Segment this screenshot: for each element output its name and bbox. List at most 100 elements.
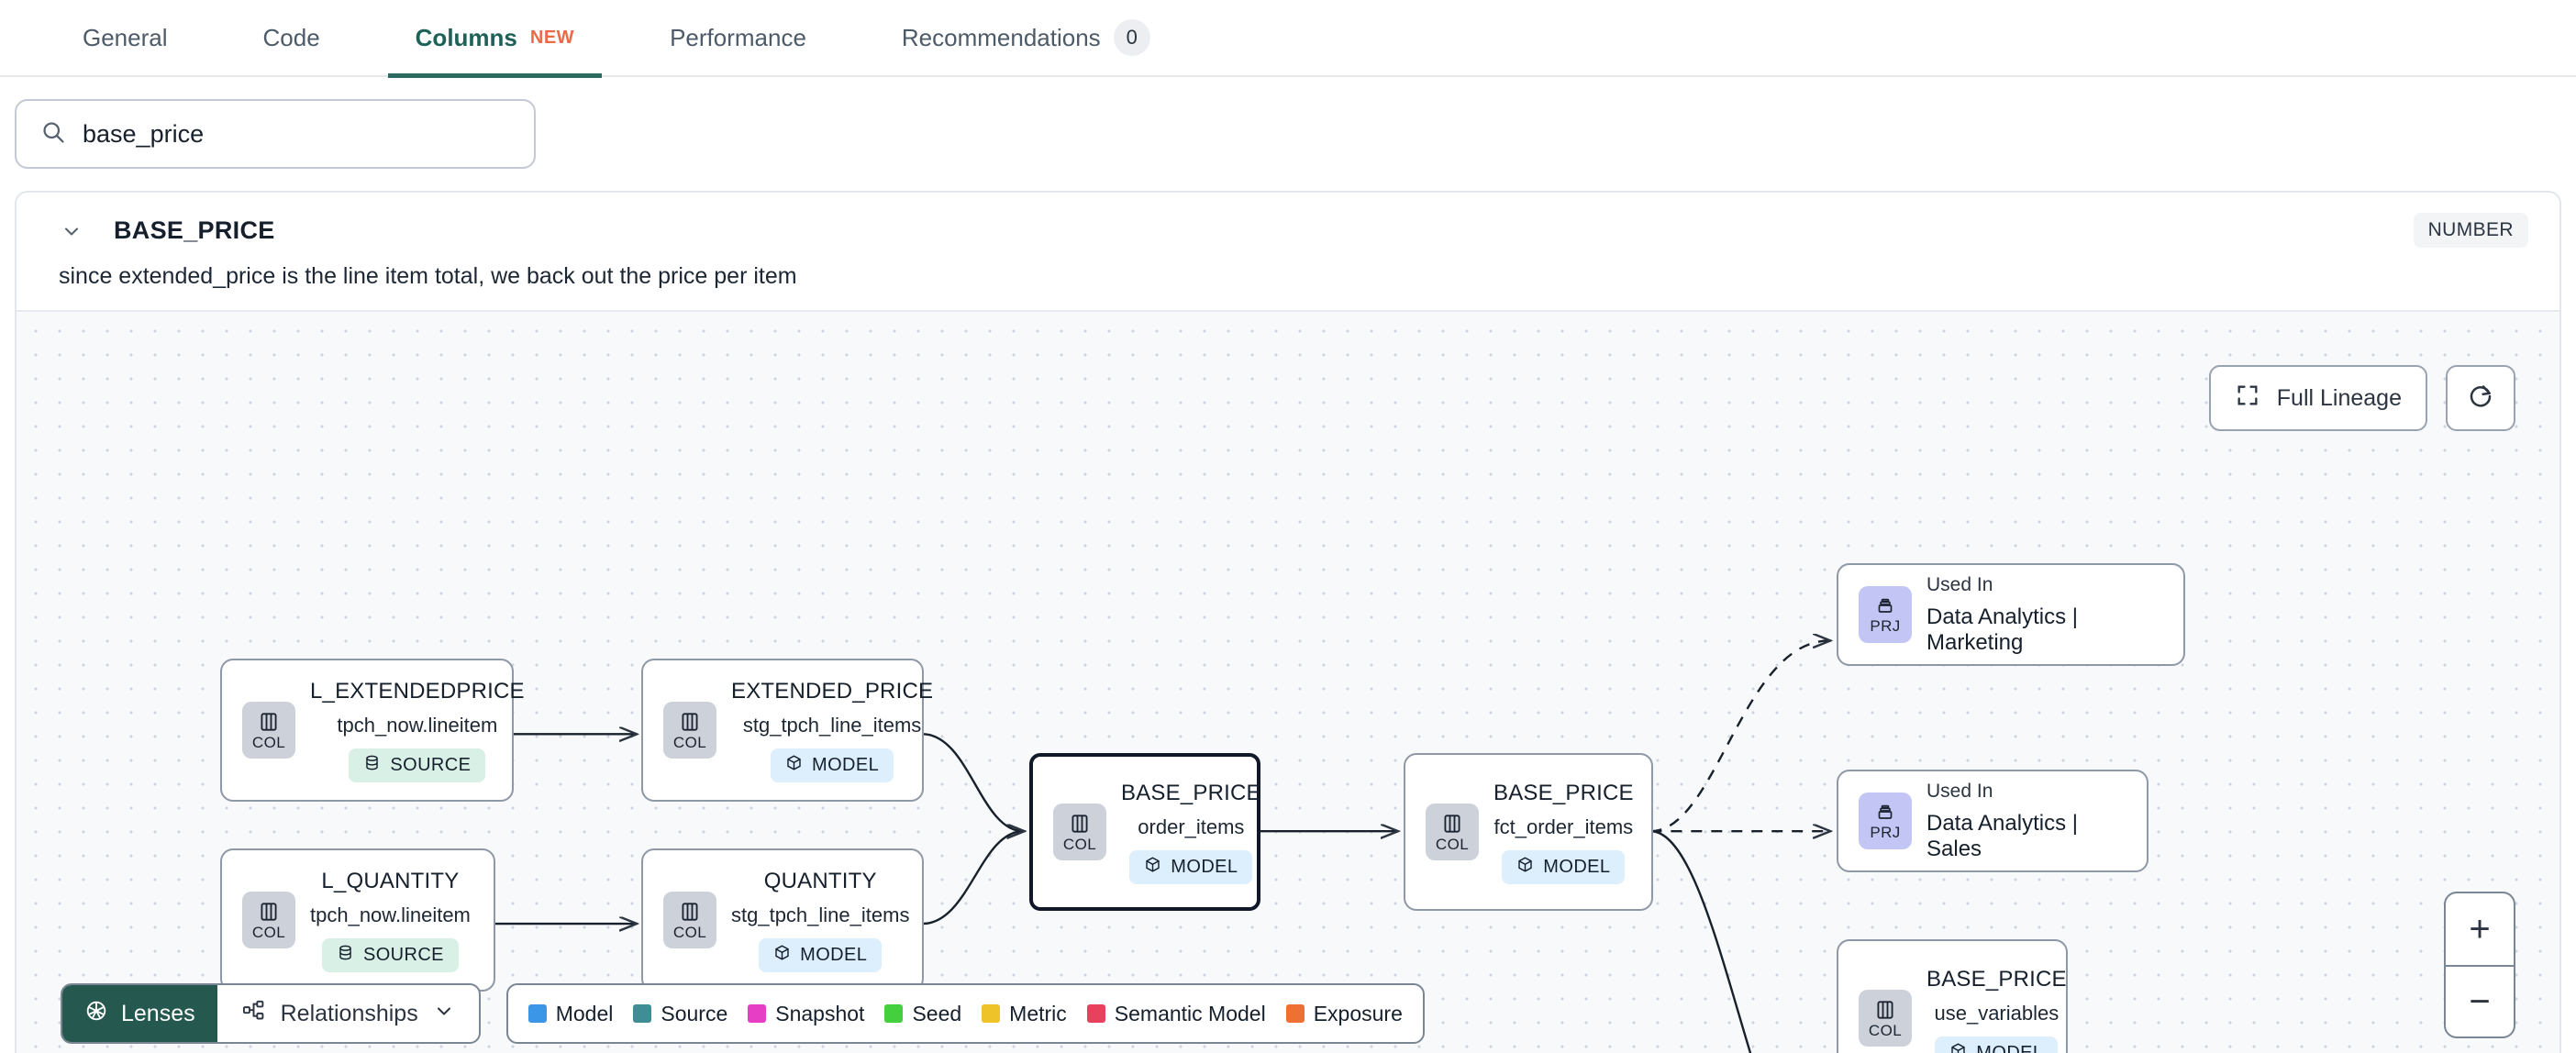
legend-swatch <box>633 1004 652 1023</box>
lineage-node-l-quantity[interactable]: COL L_QUANTITY tpch_now.lineitem SOURCE <box>220 848 495 992</box>
lineage-node-l-extendedprice[interactable]: COL L_EXTENDEDPRICE tpch_now.lineitem SO… <box>220 659 525 802</box>
column-icon: COL <box>663 702 716 759</box>
cube-icon <box>773 944 791 967</box>
node-name: Data Analytics | Marketing <box>1926 604 2078 655</box>
expand-corners-icon <box>2235 382 2260 415</box>
node-name: L_EXTENDEDPRICE <box>310 678 525 704</box>
node-subtitle: use_variables <box>1934 1001 2060 1025</box>
column-description: since extended_price is the line item to… <box>59 263 797 289</box>
node-badge-label: COL <box>251 924 286 941</box>
lineage-node-extended-price[interactable]: COL EXTENDED_PRICE stg_tpch_line_items M… <box>641 659 933 802</box>
project-icon: PRJ <box>1859 793 1912 849</box>
column-icon: COL <box>242 892 295 948</box>
edge-dashed <box>1650 640 1829 833</box>
node-name: L_QUANTITY <box>321 868 460 893</box>
search-input[interactable] <box>83 119 510 149</box>
node-type-tag: MODEL <box>1129 849 1253 884</box>
legend-label: Semantic Model <box>1114 1001 1266 1025</box>
column-icon: COL <box>1426 804 1479 860</box>
node-name: BASE_PRICE <box>1493 780 1634 805</box>
column-type-badge: NUMBER <box>2413 213 2528 248</box>
node-type-label: MODEL <box>1976 1042 2044 1053</box>
zoom-out-button[interactable]: − <box>2446 965 2514 1036</box>
search-box[interactable] <box>15 99 536 169</box>
full-lineage-label: Full Lineage <box>2276 384 2402 411</box>
zoom-in-button[interactable]: + <box>2469 908 2491 949</box>
node-badge-label: PRJ <box>1870 824 1901 841</box>
legend-item-exposure[interactable]: Exposure <box>1285 1002 1403 1026</box>
search-section <box>0 77 2576 185</box>
node-type-label: MODEL <box>1543 856 1611 877</box>
tab-label: General <box>83 23 168 51</box>
zoom-controls[interactable]: + − <box>2444 892 2515 1038</box>
tab-recommendations[interactable]: Recommendations 0 <box>874 0 1178 76</box>
page-title: BASE_PRICE <box>114 216 275 244</box>
tab-columns[interactable]: Columns NEW <box>387 0 603 78</box>
legend-item-model[interactable]: Model <box>527 1001 614 1026</box>
tab-performance[interactable]: Performance <box>642 0 834 76</box>
node-name: QUANTITY <box>763 868 877 893</box>
legend-label: Snapshot <box>775 1001 865 1025</box>
relationships-label: Relationships <box>280 1000 418 1026</box>
node-type-label: SOURCE <box>390 754 472 775</box>
legend-label: Metric <box>1009 1001 1067 1025</box>
node-subtitle: stg_tpch_line_items <box>742 713 922 737</box>
legend-swatch <box>884 1004 904 1023</box>
column-icon: COL <box>242 702 295 759</box>
project-icon: PRJ <box>1859 586 1912 643</box>
node-badge-label: PRJ <box>1870 617 1901 635</box>
node-name: BASE_PRICE <box>1121 780 1261 805</box>
legend-swatch <box>748 1004 767 1023</box>
tab-label: Performance <box>670 23 806 51</box>
node-type-tag: MODEL <box>1935 1036 2059 1053</box>
node-badge-label: COL <box>1062 836 1097 853</box>
legend-label: Source <box>661 1001 728 1025</box>
lineage-canvas[interactable]: COL L_EXTENDEDPRICE tpch_now.lineitem SO… <box>17 310 2559 1053</box>
cube-icon <box>1144 856 1161 879</box>
lineage-node-base-price-order-items[interactable]: COL BASE_PRICE order_items MODEL <box>1029 753 1261 911</box>
cube-icon <box>1516 856 1534 879</box>
node-badge-label: COL <box>1868 1022 1903 1039</box>
node-name: EXTENDED_PRICE <box>731 678 934 704</box>
lineage-node-base-price-fct-order-items[interactable]: COL BASE_PRICE fct_order_items MODEL <box>1404 753 1653 911</box>
lineage-node-prj-marketing[interactable]: PRJ Used In Data Analytics | Marketing <box>1837 563 2185 666</box>
refresh-button[interactable] <box>2446 365 2515 431</box>
node-type-label: MODEL <box>812 754 880 775</box>
lenses-button[interactable]: Lenses <box>62 985 217 1042</box>
chevron-down-icon[interactable] <box>59 218 84 244</box>
node-kicker: Used In <box>1926 780 1993 802</box>
lenses-label: Lenses <box>121 1000 195 1026</box>
relationships-button[interactable]: Relationships <box>217 985 479 1042</box>
lineage-node-base-price-use-variables[interactable]: COL BASE_PRICE use_variables MODEL <box>1837 939 2068 1053</box>
tab-code[interactable]: Code <box>236 0 348 76</box>
edge-solid <box>1650 829 1752 1053</box>
legend-item-snapshot[interactable]: Snapshot <box>748 1002 864 1026</box>
legend-label: Seed <box>912 1001 962 1025</box>
node-subtitle: tpch_now.lineitem <box>337 713 498 737</box>
legend-swatch <box>1285 1004 1305 1023</box>
node-badge-label: COL <box>672 734 707 751</box>
legend-item-seed[interactable]: Seed <box>884 1002 961 1026</box>
node-type-tag: SOURCE <box>349 748 486 782</box>
legend-swatch <box>982 1004 1001 1023</box>
refresh-icon <box>2467 382 2494 415</box>
lineage-edges <box>494 312 2559 1053</box>
node-subtitle: order_items <box>1138 815 1245 838</box>
column-icon: COL <box>1859 990 1912 1047</box>
legend-item-metric[interactable]: Metric <box>982 1002 1067 1026</box>
full-lineage-button[interactable]: Full Lineage <box>2208 365 2427 431</box>
node-subtitle: tpch_now.lineitem <box>310 903 471 926</box>
legend-label: Model <box>555 1001 614 1025</box>
node-name: Data Analytics | Sales <box>1926 810 2078 861</box>
legend-item-semantic-model[interactable]: Semantic Model <box>1086 1001 1266 1026</box>
database-icon <box>337 944 354 967</box>
node-name: BASE_PRICE <box>1926 966 2067 992</box>
lineage-legend: Model Source Snapshot Seed Metric <box>505 983 1425 1044</box>
node-badge-label: COL <box>672 924 707 941</box>
tab-general[interactable]: General <box>55 0 195 76</box>
legend-item-source[interactable]: Source <box>633 1002 727 1026</box>
node-badge-label: COL <box>1435 836 1470 853</box>
search-icon <box>40 119 66 150</box>
lineage-node-quantity[interactable]: COL QUANTITY stg_tpch_line_items MODEL <box>641 848 924 992</box>
lineage-node-prj-sales[interactable]: PRJ Used In Data Analytics | Sales <box>1837 770 2149 872</box>
